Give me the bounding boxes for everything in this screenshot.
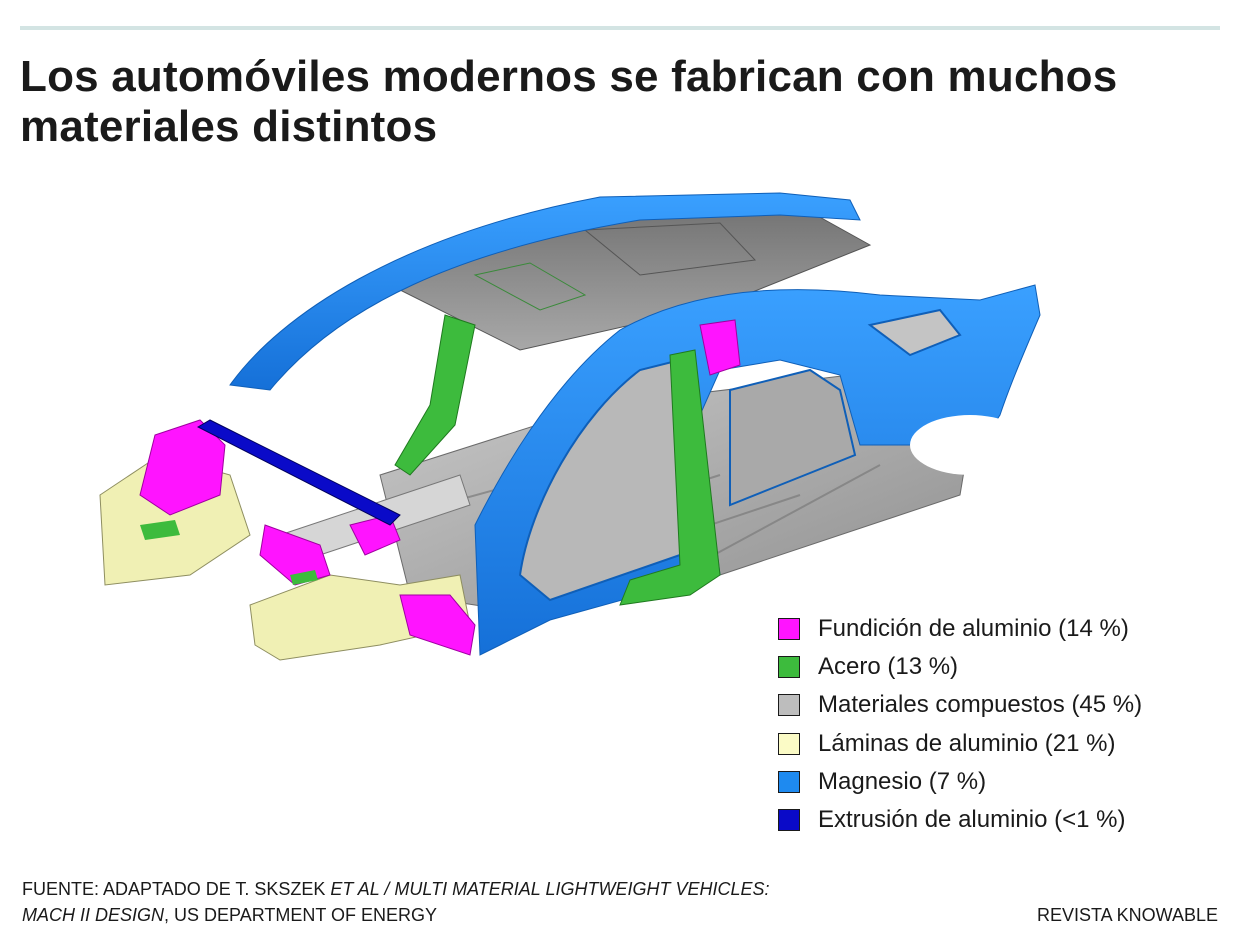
swatch-aluminum-sheet <box>778 732 800 755</box>
a-pillar-steel <box>394 314 476 476</box>
publisher-credit: REVISTA KNOWABLE <box>1036 905 1218 925</box>
legend-item-aluminum-casting: Fundición de aluminio (14 %) <box>778 610 1218 648</box>
top-rule <box>20 26 1220 30</box>
source-note: FUENTE: ADAPTADO DE T. SKSZEK ET AL / MU… <box>22 876 922 928</box>
b-pillar-steel <box>619 349 721 606</box>
title-line-1: Los automóviles modernos se fabrican con… <box>20 52 1118 101</box>
swatch-aluminum-casting <box>778 618 800 641</box>
legend-item-magnesium: Magnesio (7 %) <box>778 763 1218 801</box>
swatch-magnesium <box>778 770 800 793</box>
front-casting-lower <box>399 594 476 656</box>
cross-member-extrusion <box>196 419 401 526</box>
source-suffix: , US DEPARTMENT OF ENERGY <box>164 905 438 925</box>
legend-label: Materiales compuestos (45 %) <box>818 691 1143 719</box>
source-italic-1: ET AL / MULTI MATERIAL LIGHTWEIGHT VEHIC… <box>330 879 770 899</box>
legend-label: Magnesio (7 %) <box>818 767 987 795</box>
legend-label: Extrusión de aluminio (<1 %) <box>818 806 1126 834</box>
roof-rail-magnesium <box>229 192 861 391</box>
swatch-composites <box>778 694 800 717</box>
source-line-1: FUENTE: ADAPTADO DE T. SKSZEK ET AL / MU… <box>22 876 922 902</box>
source-line-2: MACH II DESIGN, US DEPARTMENT OF ENERGY <box>22 902 922 928</box>
legend-label: Acero (13 %) <box>818 653 959 681</box>
shock-tower-left-casting <box>139 419 226 516</box>
source-italic-2: MACH II DESIGN <box>22 905 165 925</box>
swatch-aluminum-extrusion <box>778 809 800 832</box>
materials-legend: Fundición de aluminio (14 %) Acero (13 %… <box>778 610 1218 839</box>
legend-item-aluminum-extrusion: Extrusión de aluminio (<1 %) <box>778 801 1218 839</box>
legend-item-composites: Materiales compuestos (45 %) <box>778 686 1218 724</box>
legend-item-aluminum-sheet: Láminas de aluminio (21 %) <box>778 725 1218 763</box>
page-title: Los automóviles modernos se fabrican con… <box>20 52 1210 152</box>
legend-label: Fundición de aluminio (14 %) <box>818 615 1129 643</box>
rear-casting <box>699 319 741 376</box>
title-line-2: materiales distintos <box>20 102 438 151</box>
legend-label: Láminas de aluminio (21 %) <box>818 729 1116 757</box>
legend-item-steel: Acero (13 %) <box>778 648 1218 686</box>
source-prefix: FUENTE: ADAPTADO DE T. SKSZEK <box>22 879 331 899</box>
swatch-steel <box>778 656 800 679</box>
car-body-illustration <box>99 192 1041 661</box>
